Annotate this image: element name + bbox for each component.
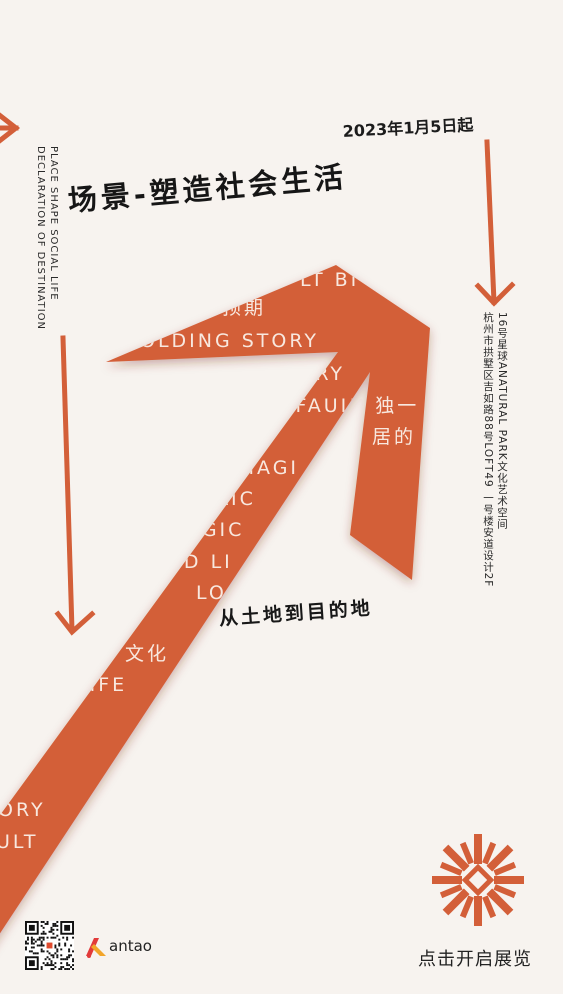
arrow-text: OLDING STORY [140, 330, 319, 352]
arrow-text: DFFAULT 独一 [264, 395, 419, 417]
arrow-down-icon [54, 335, 96, 636]
arrow-text: ORY [0, 799, 46, 821]
arrow-text: 居的 [372, 426, 416, 448]
arrow-down-icon [474, 139, 516, 307]
arrow-text: POLIC [185, 488, 256, 510]
left-vertical-text: PLACE SHAPE SOCIAL LIFE DECLARATION OF D… [34, 146, 60, 330]
arrow-text: G MAGIC [140, 519, 244, 541]
arrow-text: T MAGI [213, 457, 299, 479]
arrow-right-icon [0, 112, 21, 144]
big-arrow-shape [0, 265, 430, 934]
arrow-text: LT BI [300, 269, 359, 291]
vertical-line: 16号星球ANATURAL PARK文化艺术空间 [496, 312, 508, 530]
right-vertical-text: 16号星球ANATURAL PARK文化艺术空间 杭州市拱墅区吉如路88号LOF… [481, 312, 509, 587]
arrow-text: OOD LI [148, 551, 233, 573]
arrow-text: LO [196, 582, 227, 604]
qr-code-icon [25, 921, 74, 970]
arrow-text: FE [40, 705, 69, 727]
arrow-text: LIFE [76, 674, 127, 696]
starburst-logo-icon [432, 834, 524, 926]
antao-logo-icon [86, 938, 106, 958]
arrow-text: 文化 [125, 643, 169, 665]
arrow-text: ULT [0, 831, 38, 853]
vertical-line: DECLARATION OF DESTINATION [35, 146, 46, 331]
brand-name: antao [109, 937, 152, 955]
vertical-line: PLACE SHAPE SOCIAL LIFE [48, 146, 59, 301]
open-exhibition-button[interactable]: 点击开启展览 [418, 949, 532, 970]
vertical-line: 杭州市拱墅区吉如路88号LOFT49 一号楼安道设计2F [482, 312, 494, 588]
arrow-text: UNFOLDING STORY [118, 363, 345, 385]
arrow-text: 预期 [222, 297, 266, 319]
